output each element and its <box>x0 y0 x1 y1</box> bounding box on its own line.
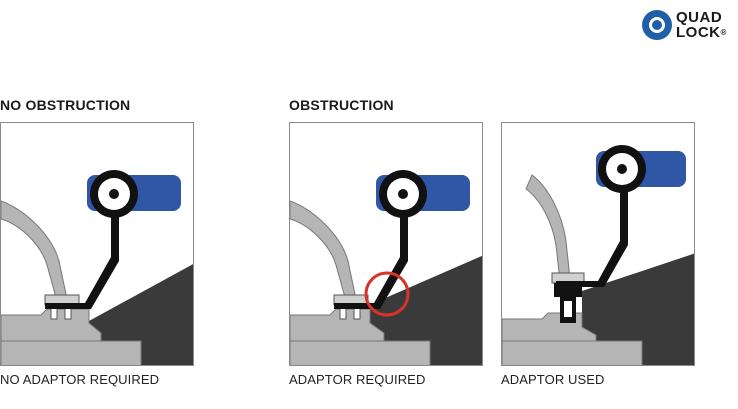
obstruction-wedge <box>582 253 694 365</box>
mount-obstruction-illustration <box>290 170 482 365</box>
mount-head-center <box>398 189 408 199</box>
heading-no-obstruction: NO OBSTRUCTION <box>0 97 131 113</box>
mount-head-center <box>617 164 627 174</box>
obstruction-wedge <box>360 255 482 365</box>
logo-registered-mark: ® <box>720 28 727 37</box>
heading-obstruction: OBSTRUCTION <box>289 97 394 113</box>
panel-adaptor-required <box>289 122 483 366</box>
adaptor-slot <box>564 301 572 317</box>
quad-lock-logo-icon <box>642 10 672 40</box>
panel-no-adaptor <box>0 122 194 366</box>
caption-adaptor-used: ADAPTOR USED <box>501 372 605 387</box>
mount-no-adaptor-illustration <box>1 170 193 365</box>
mount-stem <box>334 205 408 309</box>
mount-head-center <box>109 189 119 199</box>
logo-line-2: LOCK® <box>676 25 738 40</box>
mount-stem <box>556 181 628 287</box>
logo-line-1: QUAD <box>676 9 723 26</box>
caption-no-adaptor: NO ADAPTOR REQUIRED <box>0 372 160 387</box>
quad-lock-logo: QUAD LOCK® <box>642 10 738 44</box>
handlebar-tube <box>525 174 571 282</box>
panel-adaptor-used <box>501 122 695 366</box>
handlebar-tube <box>290 200 357 302</box>
obstruction-wedge <box>89 264 193 365</box>
frame-lower-rail <box>290 340 431 365</box>
mount-stem <box>45 205 119 309</box>
handlebar-tube <box>1 200 68 302</box>
frame-lower-rail <box>502 340 643 365</box>
logo-text: QUAD LOCK® <box>676 10 738 40</box>
frame-lower-rail <box>1 340 142 365</box>
mount-with-adaptor-illustration <box>502 145 694 365</box>
caption-adaptor-required: ADAPTOR REQUIRED <box>289 372 426 387</box>
logo-line-2-text: LOCK <box>676 24 721 41</box>
collision-highlight-icon <box>364 271 410 317</box>
